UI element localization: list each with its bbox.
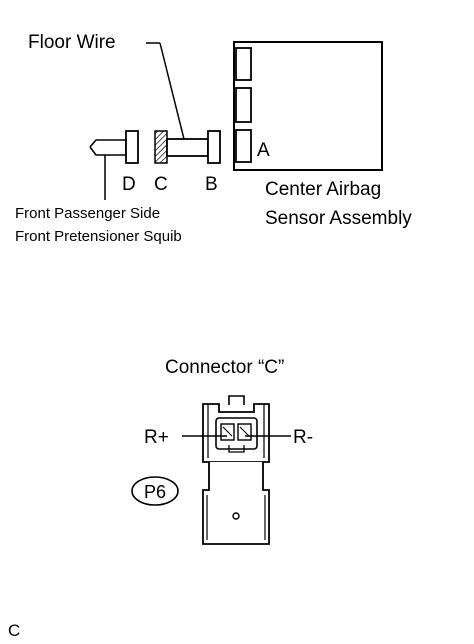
figure-code: C (8, 621, 20, 640)
connector-code-label: P6 (144, 482, 166, 502)
floor-wire-harness (154, 130, 221, 164)
connector-a (235, 129, 252, 163)
connector-label-d: D (122, 174, 136, 195)
connector-b (207, 130, 221, 164)
sensor-connector-slot-1 (235, 47, 252, 81)
floor-wire-leader (146, 42, 185, 140)
connector-c (154, 130, 168, 164)
squib-label-line1: Front Passenger Side (15, 205, 160, 222)
floor-wire-body (166, 138, 209, 157)
front-pretensioner-squib (89, 130, 139, 200)
connector-label-b: B (205, 174, 218, 195)
sensor-label-line1: Center Airbag (265, 179, 381, 200)
connector-view-title: Connector “C” (165, 357, 284, 378)
terminal-label-r-minus: R- (293, 427, 313, 448)
connector-code-oval (131, 476, 179, 506)
connector-label-c: C (154, 174, 168, 195)
squib-label-line2: Front Pretensioner Squib (15, 228, 182, 245)
floor-wire-label: Floor Wire (28, 32, 116, 53)
sensor-connector-slot-2 (235, 87, 252, 123)
sensor-label-line2: Sensor Assembly (265, 208, 412, 229)
center-airbag-sensor-assembly (233, 41, 383, 171)
terminal-label-r-plus: R+ (144, 427, 169, 448)
connector-d (125, 130, 139, 164)
connector-c-front-view (202, 395, 270, 545)
connector-label-a: A (257, 140, 270, 161)
